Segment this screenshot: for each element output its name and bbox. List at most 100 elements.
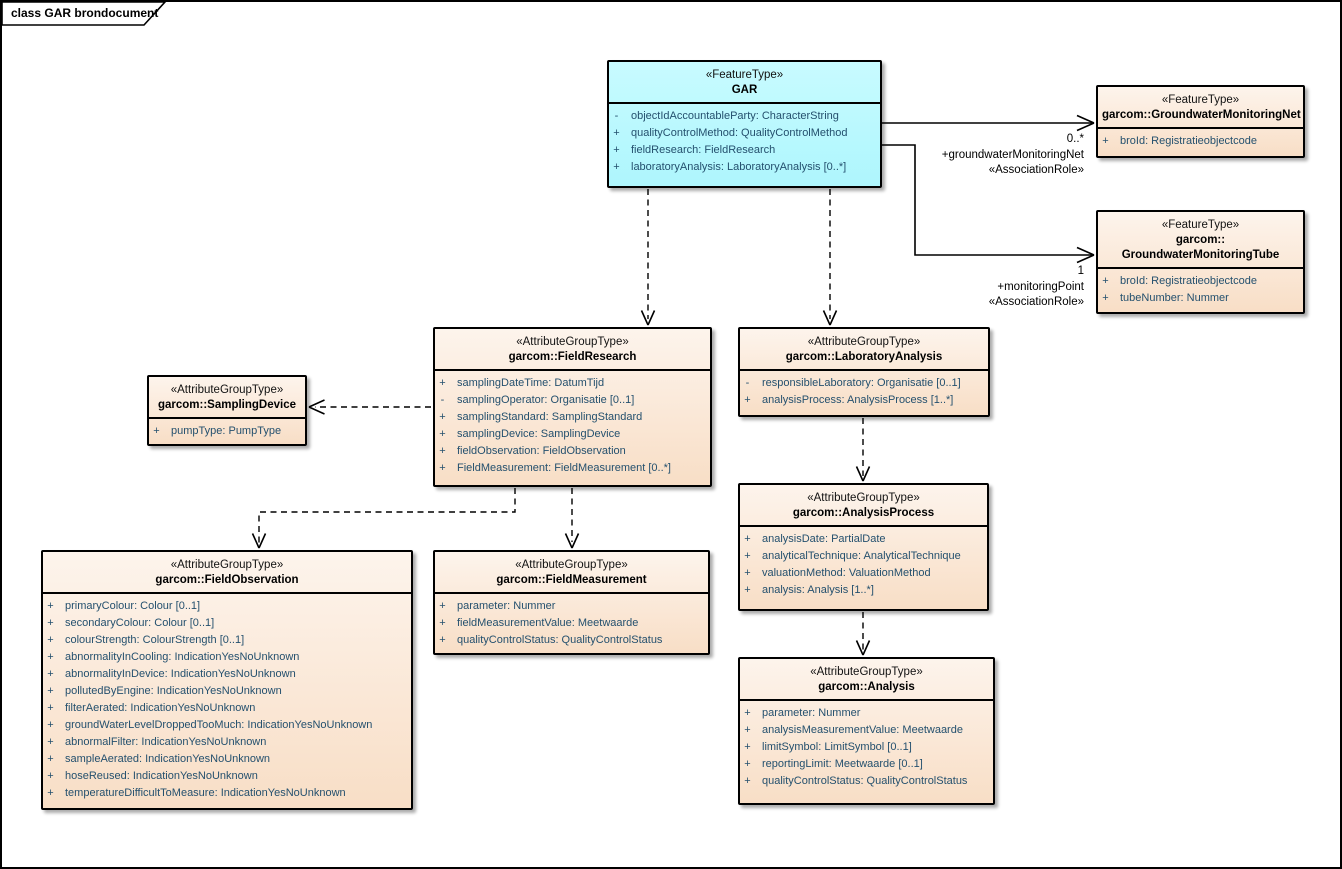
- visibility-marker: +: [47, 787, 54, 799]
- attribute-row[interactable]: +samplingDevice: SamplingDevice: [435, 426, 706, 443]
- attribute-row[interactable]: +parameter: Nummer: [740, 705, 989, 722]
- attribute-row[interactable]: + limitSymbol: LimitSymbol [0..1]: [740, 739, 989, 756]
- attribute-row[interactable]: +abnormalityInDevice: IndicationYesNoUnk…: [43, 666, 407, 683]
- attribute-row[interactable]: +broId: Registratieobjectcode: [1098, 273, 1299, 290]
- attribute-row[interactable]: +parameter: Nummer: [435, 598, 704, 615]
- attribute-row[interactable]: +FieldMeasurement: FieldMeasurement [0..…: [435, 460, 706, 477]
- title-tab-shape: [2, 2, 167, 26]
- attribute-row[interactable]: +analysisDate: PartialDate: [740, 531, 983, 548]
- attribute-row[interactable]: +qualityControlStatus: QualityControlSta…: [740, 773, 989, 790]
- visibility-marker: +: [47, 753, 54, 765]
- attribute-text: primaryColour: Colour [0..1]: [65, 600, 201, 612]
- class-header: «AttributeGroupType» garcom::Analysis: [740, 659, 993, 701]
- attribute-row[interactable]: +abnormalityInCooling: IndicationYesNoUn…: [43, 649, 407, 666]
- stereotype-label: «AttributeGroupType»: [515, 559, 628, 571]
- attribute-row[interactable]: + tubeNumber: Nummer: [1098, 290, 1299, 307]
- attribute-row[interactable]: +analysisMeasurementValue: Meetwaarde: [740, 722, 989, 739]
- attribute-row[interactable]: -responsibleLaboratory: Organisatie [0..…: [740, 375, 984, 392]
- attribute-row[interactable]: +groundWaterLevelDroppedTooMuch: Indicat…: [43, 717, 407, 734]
- dependency-fieldresearch-to-fieldmeasurement[interactable]: [564, 488, 580, 549]
- visibility-marker: +: [744, 758, 751, 770]
- class-box-groundwatermonitoringnet[interactable]: «FeatureType» garcom::GroundwaterMonitor…: [1096, 85, 1305, 158]
- diagram-title-tab: class GAR brondocument: [2, 2, 182, 30]
- attribute-row[interactable]: +qualityControlStatus: QualityControlSta…: [435, 632, 704, 649]
- dependency-analysisprocess-to-analysis[interactable]: [855, 612, 871, 656]
- attribute-row[interactable]: +sampleAerated: IndicationYesNoUnknown: [43, 751, 407, 768]
- attribute-text: fieldMeasurementValue: Meetwaarde: [457, 617, 639, 629]
- attribute-row[interactable]: +samplingStandard: SamplingStandard: [435, 409, 706, 426]
- attribute-row[interactable]: +reportingLimit: Meetwaarde [0..1]: [740, 756, 989, 773]
- visibility-marker: +: [744, 741, 751, 753]
- stereotype-label: «FeatureType»: [705, 69, 784, 81]
- class-header: «FeatureType» GAR: [609, 62, 880, 104]
- attribute-text: analysis: Analysis [1..*]: [762, 584, 874, 596]
- attribute-compartment: +analysisDate: PartialDate+analyticalTec…: [740, 527, 987, 603]
- class-box-groundwatermonitoringtube[interactable]: «FeatureType» garcom:: GroundwaterMonito…: [1096, 210, 1305, 314]
- visibility-marker: -: [440, 394, 445, 406]
- attribute-row[interactable]: +temperatureDifficultToMeasure: Indicati…: [43, 785, 407, 802]
- visibility-marker: +: [613, 127, 620, 139]
- association-gar-to-groundwatermonitoringnet[interactable]: [880, 114, 1095, 132]
- class-header: «AttributeGroupType» garcom::FieldObserv…: [43, 552, 411, 594]
- visibility-marker: +: [744, 724, 751, 736]
- attribute-row[interactable]: +secondaryColour: Colour [0..1]: [43, 615, 407, 632]
- dependency-gar-to-laboratoryanalysis[interactable]: [822, 189, 838, 326]
- class-box-fieldobservation[interactable]: «AttributeGroupType» garcom::FieldObserv…: [41, 550, 413, 810]
- attribute-row[interactable]: +pollutedByEngine: IndicationYesNoUnknow…: [43, 683, 407, 700]
- class-box-fieldresearch[interactable]: «AttributeGroupType» garcom::FieldResear…: [433, 327, 712, 487]
- stereotype-label: «AttributeGroupType»: [810, 666, 923, 678]
- attribute-row[interactable]: +fieldObservation: FieldObservation: [435, 443, 706, 460]
- visibility-marker: +: [47, 702, 54, 714]
- class-box-laboratoryanalysis[interactable]: «AttributeGroupType» garcom::LaboratoryA…: [738, 327, 990, 417]
- dependency-gar-to-fieldresearch[interactable]: [640, 189, 656, 326]
- attribute-row[interactable]: +colourStrength: ColourStrength [0..1]: [43, 632, 407, 649]
- attribute-text: tubeNumber: Nummer: [1120, 292, 1229, 304]
- attribute-row[interactable]: +broId: Registratieobjectcode: [1098, 133, 1299, 150]
- class-name: garcom:: GroundwaterMonitoringTube: [1121, 234, 1280, 261]
- attribute-text: samplingOperator: Organisatie [0..1]: [457, 394, 635, 406]
- attribute-row[interactable]: +hoseReused: IndicationYesNoUnknown: [43, 768, 407, 785]
- attribute-text: pumpType: PumpType: [171, 425, 282, 437]
- attribute-text: fieldResearch: FieldResearch: [631, 144, 776, 156]
- multiplicity-label: 0..*: [1066, 133, 1084, 145]
- attribute-row[interactable]: +filterAerated: IndicationYesNoUnknown: [43, 700, 407, 717]
- attribute-row[interactable]: +fieldResearch: FieldResearch: [609, 142, 876, 159]
- attribute-compartment: +pumpType: PumpType: [149, 419, 305, 444]
- dependency-fieldresearch-to-samplingdevice[interactable]: [308, 399, 431, 415]
- attribute-text: fieldObservation: FieldObservation: [457, 445, 626, 457]
- visibility-marker: +: [439, 600, 446, 612]
- visibility-marker: +: [439, 377, 446, 389]
- visibility-marker: +: [1102, 292, 1109, 304]
- attribute-row[interactable]: +pumpType: PumpType: [149, 423, 301, 440]
- attribute-row[interactable]: +analyticalTechnique: AnalyticalTechniqu…: [740, 548, 983, 565]
- visibility-marker: -: [614, 110, 619, 122]
- stereotype-label: «AttributeGroupType»: [170, 559, 284, 571]
- attribute-row[interactable]: +analysisProcess: AnalysisProcess [1..*]: [740, 392, 984, 409]
- class-name: garcom::AnalysisProcess: [792, 507, 935, 519]
- attribute-row[interactable]: +samplingDateTime: DatumTijd: [435, 375, 706, 392]
- attribute-text: hoseReused: IndicationYesNoUnknown: [65, 770, 258, 782]
- attribute-row[interactable]: +abnormalFilter: IndicationYesNoUnknown: [43, 734, 407, 751]
- class-box-analysisprocess[interactable]: «AttributeGroupType» garcom::AnalysisPro…: [738, 483, 989, 611]
- dependency-fieldresearch-to-fieldobservation[interactable]: [251, 488, 516, 549]
- attribute-row[interactable]: -samplingOperator: Organisatie [0..1]: [435, 392, 706, 409]
- class-box-samplingdevice[interactable]: «AttributeGroupType» garcom::SamplingDev…: [147, 375, 307, 446]
- association-stereotype-label: «AssociationRole»: [988, 296, 1084, 308]
- attribute-row[interactable]: +qualityControlMethod: QualityControlMet…: [609, 125, 876, 142]
- class-box-analysis[interactable]: «AttributeGroupType» garcom::Analysis +p…: [738, 657, 995, 805]
- class-box-fieldmeasurement[interactable]: «AttributeGroupType» garcom::FieldMeasur…: [433, 550, 710, 655]
- attribute-row[interactable]: +primaryColour: Colour [0..1]: [43, 598, 407, 615]
- attribute-row[interactable]: +valuationMethod: ValuationMethod: [740, 565, 983, 582]
- attribute-text: limitSymbol: LimitSymbol [0..1]: [762, 741, 912, 753]
- association-stereotype-label: «AssociationRole»: [988, 164, 1084, 176]
- attribute-row[interactable]: +laboratoryAnalysis: LaboratoryAnalysis …: [609, 159, 876, 176]
- class-box-gar[interactable]: «FeatureType» GAR -objectIdAccountablePa…: [607, 60, 882, 188]
- dependency-laboratoryanalysis-to-analysisprocess[interactable]: [855, 418, 871, 482]
- class-header: «AttributeGroupType» garcom::LaboratoryA…: [740, 329, 988, 371]
- stereotype-label: «FeatureType»: [1161, 94, 1240, 106]
- attribute-row[interactable]: +fieldMeasurementValue: Meetwaarde: [435, 615, 704, 632]
- class-header: «FeatureType» garcom:: GroundwaterMonito…: [1098, 212, 1303, 269]
- attribute-row[interactable]: +analysis: Analysis [1..*]: [740, 582, 983, 599]
- attribute-row[interactable]: -objectIdAccountableParty: CharacterStri…: [609, 108, 876, 125]
